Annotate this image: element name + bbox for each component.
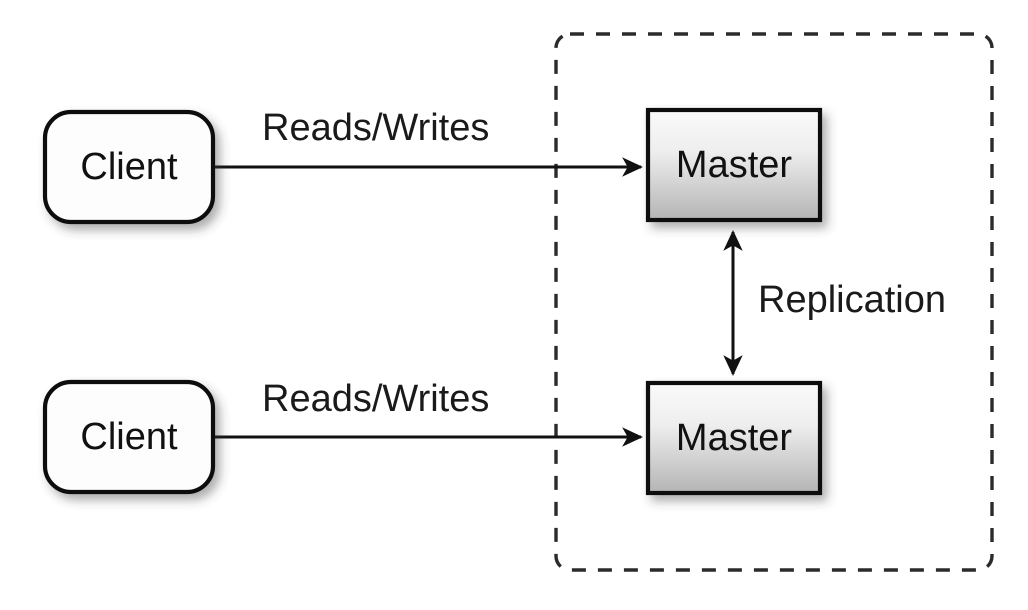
node-master-bottom[interactable]	[645, 380, 823, 496]
node-label-client-top: Client	[80, 146, 178, 188]
edge-reads-writes-bottom: Reads/Writes	[213, 378, 643, 447]
master-top-shape	[645, 107, 823, 223]
node-client-top[interactable]	[42, 109, 216, 225]
edge-label-reads-writes-top: Reads/Writes	[262, 107, 489, 149]
edge-label-replication: Replication	[758, 279, 946, 321]
edge-reads-writes-top: Reads/Writes	[213, 107, 643, 177]
node-client-bottom[interactable]	[42, 379, 216, 495]
edge-replication: Replication	[723, 230, 946, 376]
node-label-master-bottom: Master	[676, 417, 792, 459]
node-label-client-bottom: Client	[80, 416, 178, 458]
node-label-master-top: Master	[676, 144, 792, 186]
client-bottom-shape	[42, 379, 216, 495]
client-top-shape	[42, 109, 216, 225]
replication-group-boundary	[554, 32, 994, 572]
edge-label-reads-writes-bottom: Reads/Writes	[262, 378, 489, 420]
master-bottom-shape	[645, 380, 823, 496]
node-master-top[interactable]	[645, 107, 823, 223]
